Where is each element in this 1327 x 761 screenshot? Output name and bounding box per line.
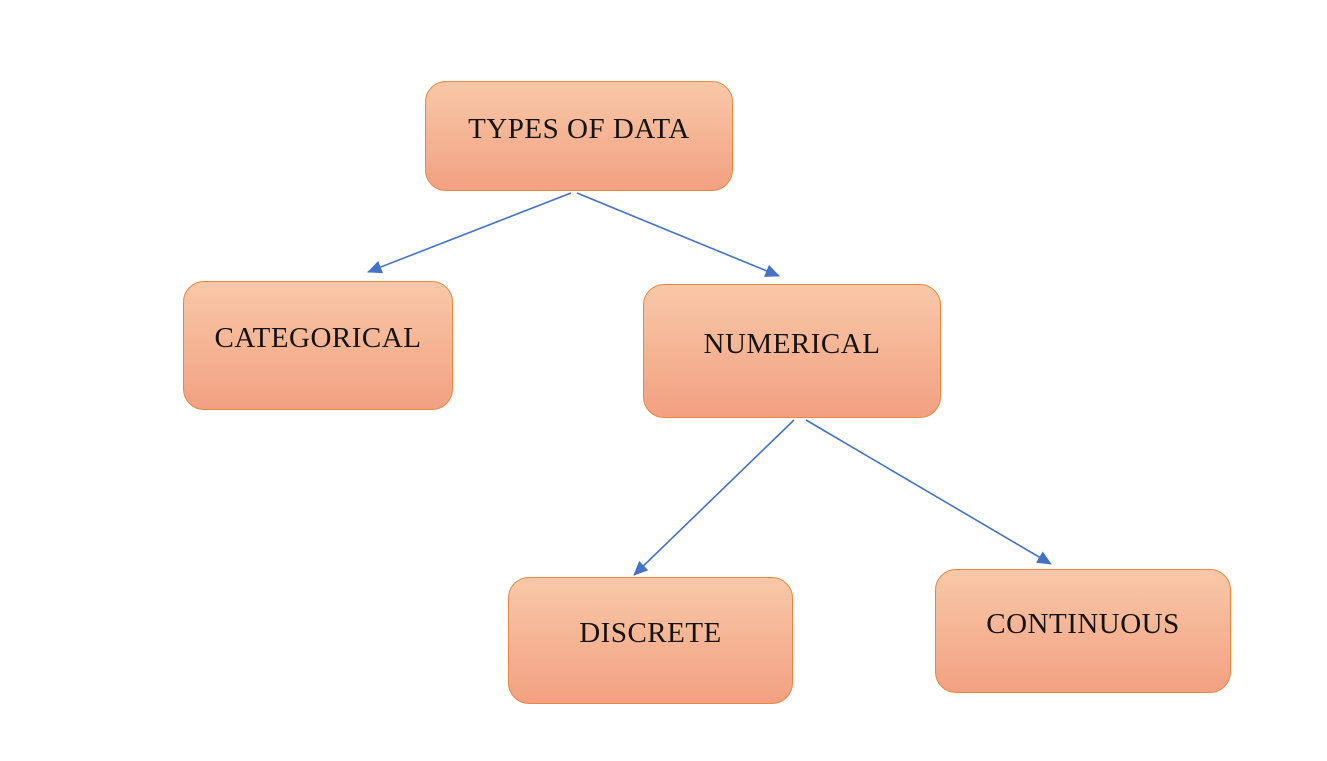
node-continuous-label: CONTINUOUS xyxy=(986,607,1180,640)
node-numerical: NUMERICAL xyxy=(643,284,941,418)
arrow-numerical-to-discrete xyxy=(633,419,795,576)
arrow-root-to-numerical xyxy=(576,192,780,277)
node-discrete: DISCRETE xyxy=(508,577,793,704)
node-types-of-data: TYPES OF DATA xyxy=(425,81,733,191)
arrow-root-to-categorical xyxy=(367,192,572,274)
node-categorical-label: CATEGORICAL xyxy=(214,322,422,354)
node-types-of-data-label: TYPES OF DATA xyxy=(468,112,690,145)
node-numerical-label: NUMERICAL xyxy=(703,327,881,360)
node-continuous: CONTINUOUS xyxy=(935,569,1231,693)
node-discrete-label: DISCRETE xyxy=(579,617,722,649)
arrow-numerical-to-continuous xyxy=(805,419,1052,565)
node-categorical: CATEGORICAL xyxy=(183,281,453,410)
